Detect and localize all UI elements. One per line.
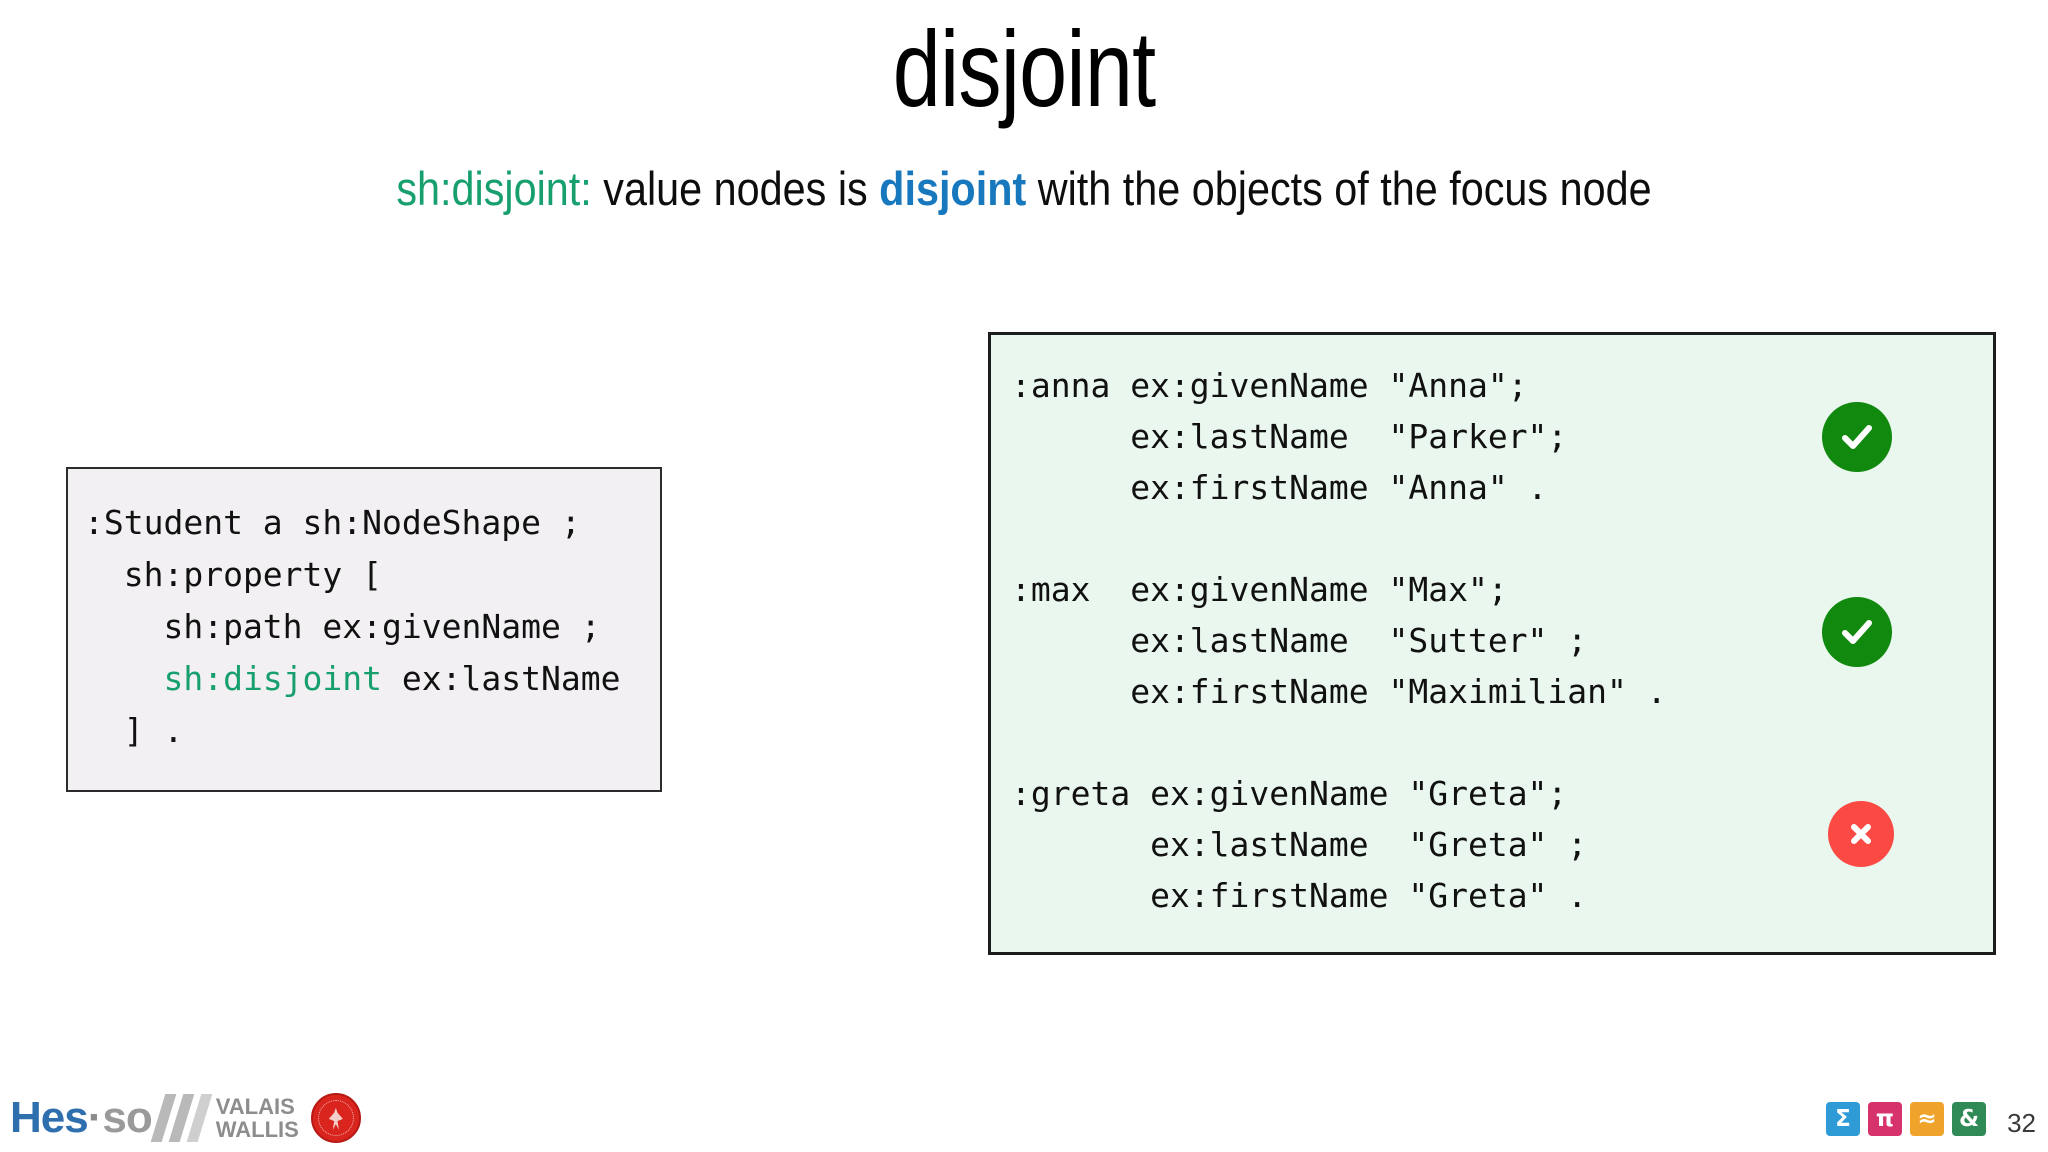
pi-icon[interactable]: π (1868, 1102, 1902, 1136)
status-badge-invalid-greta (1828, 801, 1894, 867)
shape-line-4-rest: ex:lastName (382, 659, 621, 698)
approx-icon[interactable]: ≈ (1910, 1102, 1944, 1136)
logo-dot: · (87, 1093, 103, 1142)
greta-line-1: :greta ex:givenName "Greta"; (1011, 774, 1568, 813)
page-number: 32 (2007, 1108, 2036, 1138)
spacer-1 (1011, 513, 1993, 564)
max-line-2: ex:lastName "Sutter" ; (1011, 621, 1588, 660)
logo-region-line-2: WALLIS (215, 1117, 299, 1142)
shape-line-1: :Student a sh:NodeShape ; (84, 503, 581, 542)
subtitle-keyword: sh:disjoint: (396, 162, 592, 215)
subtitle-highlight: disjoint (879, 162, 1027, 215)
check-icon (1837, 612, 1877, 652)
shape-line-5: ] . (84, 711, 184, 750)
shape-code-box: :Student a sh:NodeShape ; sh:property [ … (66, 467, 662, 792)
logo-region-line-1: VALAIS (215, 1094, 295, 1119)
hes-so-logo: Hes · so VALAIS WALLIS (10, 1092, 361, 1144)
logo-hes-text: Hes (10, 1093, 89, 1142)
subtitle-middle: value nodes is (591, 162, 880, 215)
greta-line-3: ex:firstName "Greta" . (1011, 876, 1588, 915)
anna-line-3: ex:firstName "Anna" . (1011, 468, 1548, 507)
max-line-1: :max ex:givenName "Max"; (1011, 570, 1508, 609)
shape-line-2: sh:property [ (84, 555, 383, 594)
status-badge-valid-max (1822, 597, 1892, 667)
greta-line-2: ex:lastName "Greta" ; (1011, 825, 1588, 864)
shape-line-4-keyword: sh:disjoint (163, 659, 383, 698)
cross-icon (1844, 817, 1878, 851)
check-icon (1837, 417, 1877, 457)
shape-line-4-indent (84, 659, 163, 698)
valais-seal-icon (310, 1093, 361, 1143)
anna-line-1: :anna ex:givenName "Anna"; (1011, 366, 1528, 405)
math-icon-strip: Σ π ≈ & (1826, 1102, 1986, 1136)
shape-line-3: sh:path ex:givenName ; (84, 607, 601, 646)
subtitle: sh:disjoint: value nodes is disjoint wit… (123, 163, 1925, 215)
page-title: disjoint (892, 8, 1156, 129)
anna-line-2: ex:lastName "Parker"; (1011, 417, 1568, 456)
ampersand-icon[interactable]: & (1952, 1102, 1986, 1136)
logo-slashes-icon (150, 1094, 213, 1142)
logo-so-text: so (102, 1093, 152, 1142)
sigma-icon[interactable]: Σ (1826, 1102, 1860, 1136)
logo-region: VALAIS WALLIS (216, 1095, 299, 1141)
subtitle-tail: with the objects of the focus node (1026, 162, 1652, 215)
status-badge-valid-anna (1822, 402, 1892, 472)
max-line-3: ex:firstName "Maximilian" . (1011, 672, 1667, 711)
spacer-2 (1011, 717, 1993, 768)
